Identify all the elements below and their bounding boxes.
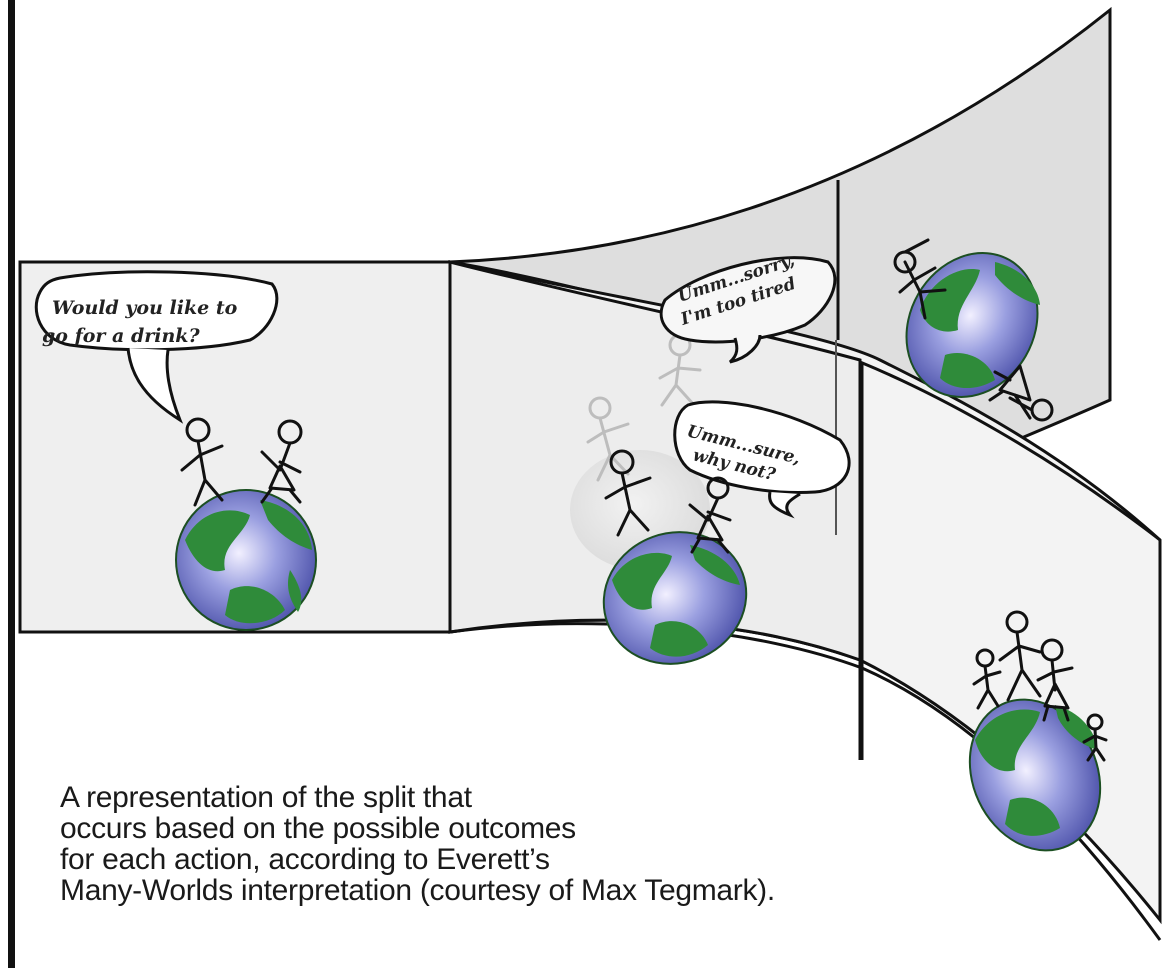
- caption-line-3: for each action, according to Everett’s: [60, 843, 550, 876]
- caption-line-2: occurs based on the possible outcomes: [60, 812, 576, 845]
- stick-figure-icon: [893, 238, 947, 320]
- upper-lower-boundary: [859, 360, 1161, 542]
- stick-figure-icon: [1036, 638, 1074, 722]
- left-bubble-line1: Would you like to: [52, 297, 238, 319]
- left-bubble-line2: go for a drink?: [42, 325, 200, 347]
- left-border-line: [8, 0, 15, 968]
- globe-icon: [175, 489, 317, 631]
- stick-figure-icon: [604, 449, 652, 537]
- stick-figure-icon: [688, 476, 732, 554]
- stick-figure-icon: [972, 648, 1002, 710]
- caption-line-4: Many-Worlds interpretation (courtesy of …: [60, 874, 775, 907]
- globe-icon: [602, 531, 748, 665]
- stick-figure-icon: [1082, 713, 1108, 762]
- speech-bubble-icon: Umm...sure, why not?: [673, 400, 851, 519]
- stick-figure-icon: [260, 419, 303, 504]
- ghost-stick-figure-icon: [586, 396, 630, 482]
- stick-figure-icon: [180, 417, 224, 507]
- stick-figure-icon: [988, 364, 1054, 422]
- caption-line-1: A representation of the split that: [60, 781, 472, 814]
- globe-icon: [968, 698, 1102, 852]
- caption: A representation of the split that occur…: [60, 782, 1060, 906]
- speech-bubble-icon: Would you like to go for a drink?: [34, 270, 279, 424]
- stick-figure-icon: [998, 610, 1042, 702]
